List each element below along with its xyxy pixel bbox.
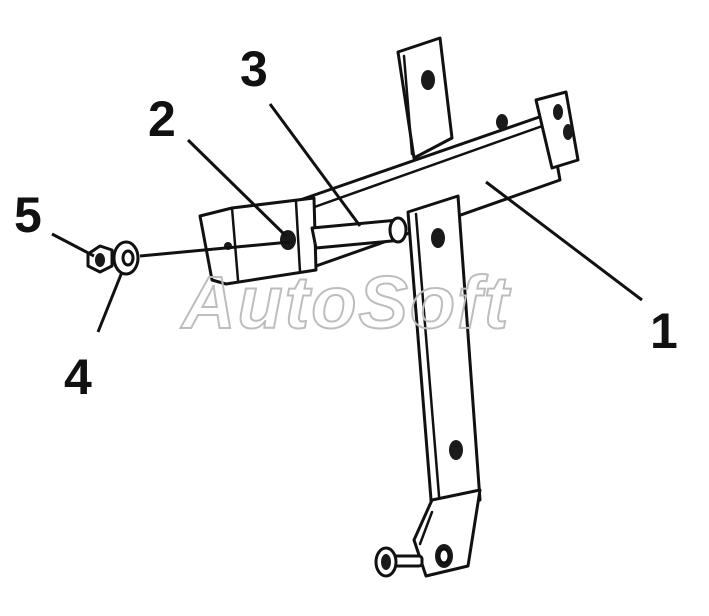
washer-part-4 bbox=[112, 240, 140, 276]
callout-3: 3 bbox=[240, 41, 268, 97]
rod-part-3 bbox=[310, 216, 408, 250]
assembly-axis-line bbox=[139, 240, 291, 258]
callout-4: 4 bbox=[64, 349, 92, 405]
leader-line-1 bbox=[485, 180, 643, 302]
leader-line-2 bbox=[186, 138, 288, 238]
leader-line-5 bbox=[51, 232, 95, 258]
watermark-text: AutoSoft bbox=[180, 261, 512, 344]
leader-line-4 bbox=[96, 271, 124, 333]
callout-5: 5 bbox=[14, 187, 42, 243]
nut-part-5 bbox=[86, 244, 114, 274]
leader-line-3 bbox=[268, 103, 362, 227]
callout-2: 2 bbox=[148, 91, 176, 147]
callout-1: 1 bbox=[650, 303, 678, 359]
